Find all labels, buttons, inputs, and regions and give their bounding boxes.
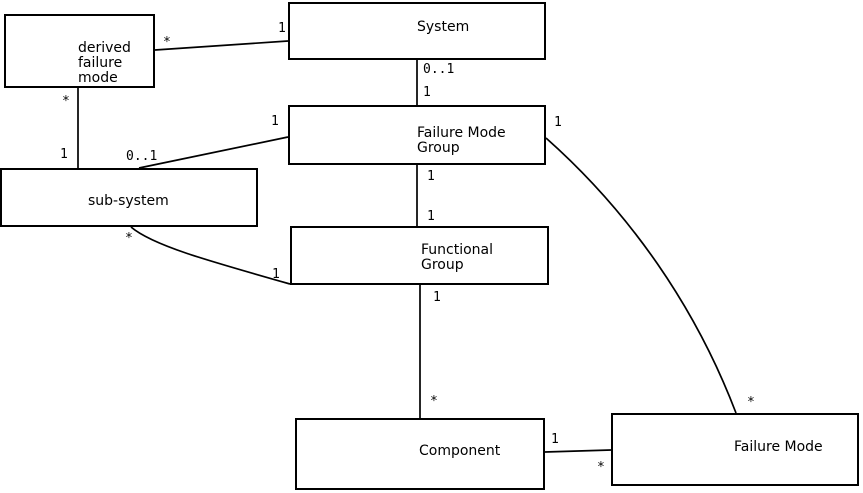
multiplicity-derived-end: * [62,94,70,109]
multiplicity-sub-system-end: * [125,231,133,246]
multiplicity-component-end: 1 [551,432,559,447]
edge-derived-failure-mode-system [154,40,289,51]
multiplicity-functional-end: 1 [427,209,435,224]
multiplicity-component-end: * [430,394,438,409]
node-failure-mode: Failure Mode [611,413,859,486]
node-label: System [417,19,470,35]
node-system: System [288,2,546,60]
multiplicity-failure-mode-end: * [747,395,755,410]
multiplicity-functional-end: 1 [433,290,441,305]
edge-component-failure-mode [544,449,612,453]
multiplicity-fmg-end: 1 [423,85,431,100]
multiplicity-fmg-end: 1 [427,169,435,184]
multiplicity-system-end: 0..1 [423,62,455,77]
multiplicity-fmg-end: 1 [554,115,562,130]
node-label: Failure Mode [734,439,823,455]
multiplicity-sub-system-end: 0..1 [126,149,158,164]
multiplicity-derived-end: * [163,35,171,50]
edge-sub-system-functional-group [130,226,291,285]
node-functional-group: Functional Group [290,226,549,285]
node-label: Functional Group [421,242,494,273]
node-label: derived failure mode [78,40,131,86]
multiplicity-failure-mode-end: * [597,460,605,475]
multiplicity-sub-system-end: 1 [60,147,68,162]
node-label: Failure Mode Group [417,125,506,156]
node-sub-system: sub-system [0,168,258,227]
multiplicity-fmg-end: 1 [271,114,279,129]
multiplicity-system-end: 1 [278,21,286,36]
node-label: Component [419,443,501,459]
node-component: Component [295,418,545,490]
multiplicity-functional-end: 1 [272,267,280,282]
edge-failure-mode-group-sub-system [138,136,289,169]
node-label: sub-system [88,193,169,209]
edge-failure-mode-group-failure-mode [545,137,737,414]
node-failure-mode-group: Failure Mode Group [288,105,546,165]
node-derived-failure-mode: derived failure mode [4,14,155,88]
